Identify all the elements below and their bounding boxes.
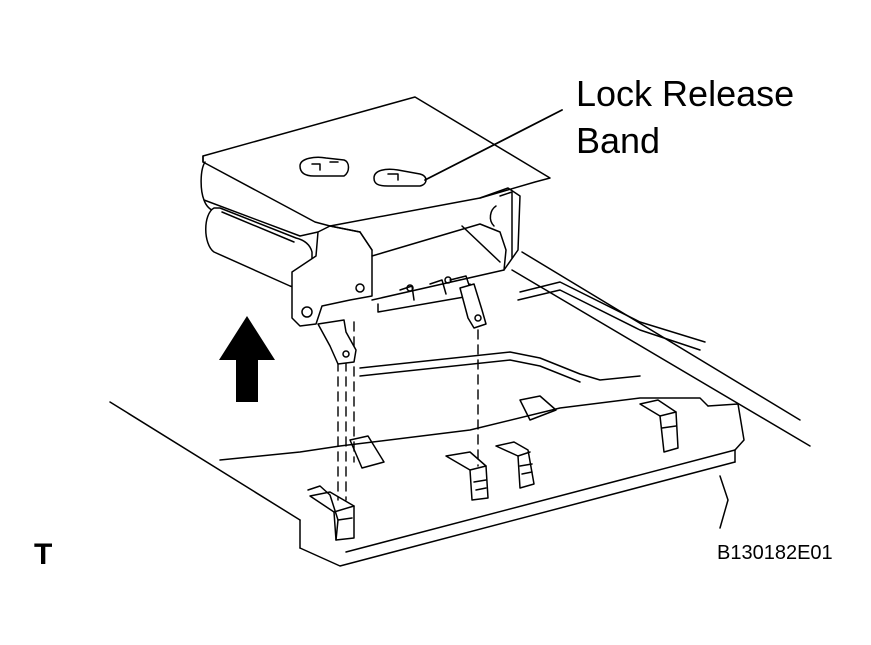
floor-bracket-center — [445, 451, 489, 501]
figure-id: B130182E01 — [717, 542, 833, 564]
up-arrow-icon — [219, 316, 275, 402]
lock-release-band-left — [299, 156, 350, 177]
view-letter: T — [34, 538, 53, 571]
callout-line-2: Band — [576, 120, 661, 161]
lock-release-band-label: Lock Release Band — [576, 70, 794, 164]
callout-line-1: Lock Release — [576, 73, 795, 114]
floor-panel — [109, 251, 811, 567]
callout-leader-line — [424, 109, 563, 181]
seat-assembly — [200, 96, 551, 365]
floor-bracket-left — [309, 491, 355, 541]
alignment-guides — [337, 321, 479, 501]
floor-bracket-right — [639, 399, 679, 453]
floor-bracket-center-right — [495, 441, 535, 489]
